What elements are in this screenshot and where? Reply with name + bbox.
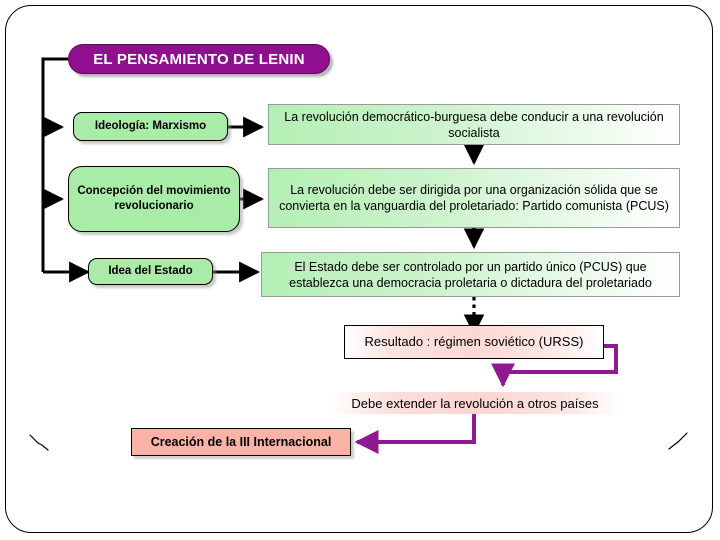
node-resultado-label: Resultado : régimen soviético (URSS) — [364, 334, 584, 349]
slide-frame-border — [5, 5, 713, 533]
node-concepcion: Concepción del movimiento revolucionario — [68, 166, 240, 232]
node-partido-comunista-label: La revolución debe ser dirigida por una … — [279, 183, 669, 213]
node-idea-estado-label: Idea del Estado — [108, 265, 193, 277]
node-idea-estado: Idea del Estado — [88, 258, 213, 285]
node-revolucion-socialista-label: La revolución democrático-burguesa debe … — [284, 109, 664, 140]
node-tercera-internacional-label: Creación de la III Internacional — [150, 435, 332, 449]
node-extender-revolucion-label: Debe extender la revolución a otros país… — [351, 395, 599, 411]
node-dictadura-proletariado: El Estado debe ser controlado por un par… — [261, 252, 680, 297]
node-partido-comunista: La revolución debe ser dirigida por una … — [268, 168, 680, 228]
diagram-title: EL PENSAMIENTO DE LENIN — [68, 44, 330, 74]
node-resultado: Resultado : régimen soviético (URSS) — [344, 325, 604, 359]
node-ideologia: Ideología: Marxismo — [73, 112, 228, 141]
node-revolucion-socialista: La revolución democrático-burguesa debe … — [268, 104, 680, 145]
node-concepcion-label: Concepción del movimiento revolucionario — [77, 185, 231, 212]
row-arrows — [213, 116, 265, 283]
node-dictadura-proletariado-label: El Estado debe ser controlado por un par… — [289, 259, 652, 290]
diagram-title-text: EL PENSAMIENTO DE LENIN — [93, 50, 305, 68]
purple-route — [354, 344, 618, 454]
node-tercera-internacional: Creación de la III Internacional — [131, 428, 351, 456]
node-extender-revolucion: Debe extender la revolución a otros país… — [330, 392, 620, 414]
node-ideologia-label: Ideología: Marxismo — [94, 120, 207, 132]
